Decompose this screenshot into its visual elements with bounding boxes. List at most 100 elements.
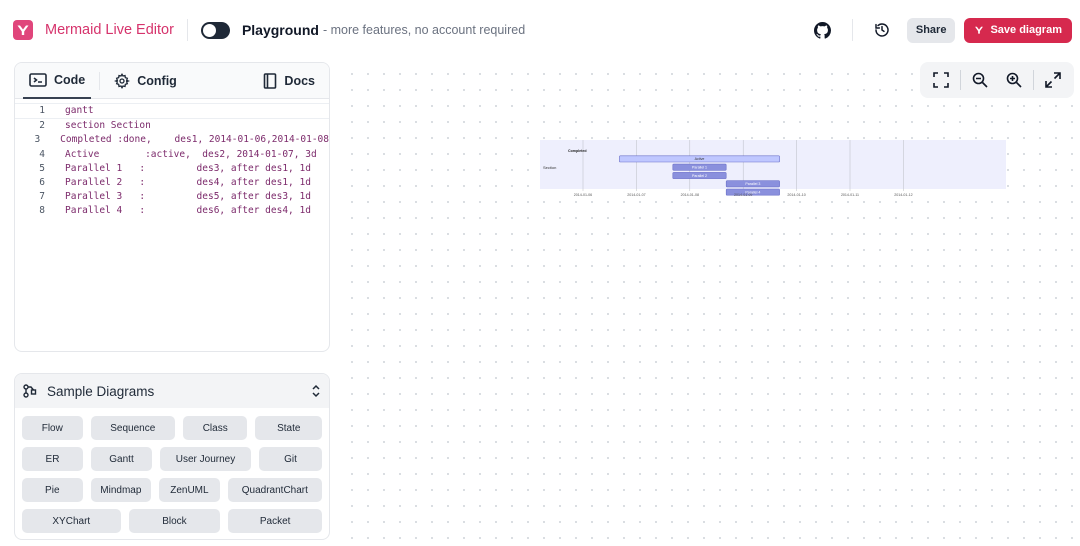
task-bar (672, 172, 727, 179)
sample-row: Pie Mindmap ZenUML QuadrantChart (22, 478, 322, 502)
tick-label: 2014-01-09 (734, 193, 752, 196)
code-line[interactable]: 2 section Section (15, 119, 329, 133)
canvas-toolbar (920, 62, 1074, 98)
line-number: 5 (39, 162, 45, 174)
playground-title: Playground (241, 22, 319, 38)
playground-toggle[interactable] (200, 21, 230, 39)
task-label: Parallel 1 (692, 166, 707, 170)
tab-code[interactable]: Code (23, 63, 92, 99)
line-text: Completed :done, des1, 2014-01-06,2014-0… (60, 134, 329, 146)
section-label: Section (543, 165, 556, 170)
line-number: 8 (39, 205, 45, 217)
line-number: 4 (39, 148, 45, 160)
line-text: Parallel 3 : des5, after des3, 1d (65, 191, 311, 203)
sample-diagrams-header[interactable]: Sample Diagrams (15, 374, 329, 408)
line-number: 2 (39, 120, 45, 132)
code-line[interactable]: 7 Parallel 3 : des5, after des3, 1d (15, 190, 329, 204)
task-bar (619, 155, 780, 163)
sample-pie-button[interactable]: Pie (22, 478, 83, 502)
line-number: 3 (34, 134, 41, 146)
task-label: Parallel 2 (692, 174, 707, 178)
line-text: section Section (65, 120, 151, 132)
tab-docs[interactable]: Docs (257, 63, 321, 99)
tick-label: 2014-01-12 (894, 193, 912, 196)
task-bar (672, 163, 727, 171)
sample-git-button[interactable]: Git (259, 447, 322, 471)
sample-block-button[interactable]: Block (128, 509, 221, 533)
tick-label: 2014-01-06 (574, 193, 592, 196)
expand-icon[interactable] (1037, 64, 1069, 96)
mermaid-logo-icon[interactable] (13, 20, 33, 40)
sample-mindmap-button[interactable]: Mindmap (90, 478, 152, 502)
diagram-icon (23, 384, 37, 398)
sample-quadrantchart-button[interactable]: QuadrantChart (227, 478, 322, 502)
line-number: 7 (39, 191, 45, 203)
sample-zenuml-button[interactable]: ZenUML (159, 478, 220, 502)
tab-code-label: Code (54, 72, 86, 87)
sample-row: XYChart Block Packet (22, 509, 322, 533)
toolbar-divider (959, 70, 961, 90)
tick-label: 2014-01-11 (841, 193, 859, 196)
sample-gantt-button[interactable]: Gantt (91, 447, 152, 471)
tab-config[interactable]: Config (108, 63, 183, 99)
tick-label: 2014-01-08 (681, 193, 699, 196)
tab-config-label: Config (137, 73, 177, 88)
playground-subtitle: - more features, no account required (322, 23, 526, 37)
line-number: 1 (39, 105, 45, 116)
line-text: Parallel 4 : des6, after des4, 1d (65, 205, 311, 217)
toolbar-divider (1032, 70, 1034, 90)
sample-row: Flow Sequence Class State (22, 416, 322, 440)
sample-flow-button[interactable]: Flow (22, 416, 83, 440)
task-label: Parallel 3 (745, 182, 760, 186)
sample-diagrams-title: Sample Diagrams (47, 383, 155, 399)
code-line[interactable]: 1 gantt (15, 103, 329, 120)
line-text: gantt (65, 105, 94, 116)
gear-icon (114, 72, 131, 89)
task-bar (725, 188, 780, 196)
fit-screen-icon[interactable] (925, 64, 957, 96)
task-label: Parallel 4 (745, 190, 760, 194)
line-number: 6 (39, 177, 45, 189)
zoom-in-icon[interactable] (998, 64, 1030, 96)
line-text: Active :active, des2, 2014-01-07, 3d (65, 148, 317, 160)
save-diagram-button[interactable]: Save diagram (964, 17, 1072, 43)
code-line[interactable]: 4 Active :active, des2, 2014-01-07, 3d (15, 148, 329, 162)
task-bar (725, 180, 780, 188)
sample-state-button[interactable]: State (255, 416, 322, 440)
tick-label: 2014-01-07 (627, 193, 645, 196)
code-line[interactable]: 8 Parallel 4 : des6, after des4, 1d (15, 204, 329, 218)
collapse-chevron-icon (312, 384, 320, 398)
line-text: Parallel 2 : des4, after des1, 1d (65, 177, 311, 189)
code-line[interactable]: 6 Parallel 2 : des4, after des1, 1d (15, 176, 329, 190)
sample-user-journey-button[interactable]: User Journey (160, 447, 251, 471)
book-icon (264, 72, 277, 89)
app-title[interactable]: Mermaid Live Editor (45, 22, 174, 38)
sample-packet-button[interactable]: Packet (228, 509, 322, 533)
sample-xychart-button[interactable]: XYChart (22, 509, 121, 533)
sample-row: ER Gantt User Journey Git (22, 447, 322, 471)
save-diagram-label: Save diagram (990, 24, 1062, 36)
tab-docs-label: Docs (284, 73, 315, 88)
header-divider (851, 19, 853, 41)
code-editor[interactable]: 1 gantt 2 section Section 3 Completed :done, … (15, 99, 329, 219)
share-button[interactable]: Share (906, 17, 956, 43)
sample-class-button[interactable]: Class (182, 416, 248, 440)
history-icon[interactable] (866, 14, 898, 46)
sample-sequence-button[interactable]: Sequence (90, 416, 175, 440)
sample-er-button[interactable]: ER (22, 447, 83, 471)
github-icon[interactable] (807, 14, 839, 46)
code-line[interactable]: 3 Completed :done, des1, 2014-01-06,2014-… (15, 133, 329, 147)
task-label: Active (695, 157, 705, 161)
task-label: Completed (568, 149, 587, 153)
tab-divider (99, 71, 101, 90)
header-divider (186, 19, 188, 41)
zoom-out-icon[interactable] (964, 64, 996, 96)
app-header: Mermaid Live Editor Playground - more fe… (0, 0, 1080, 60)
tick-label: 2014-01-10 (787, 193, 805, 196)
